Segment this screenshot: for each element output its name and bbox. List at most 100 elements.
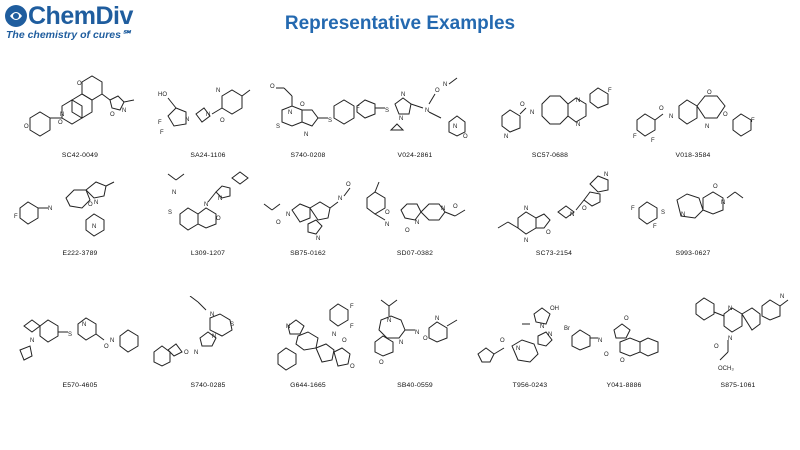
svg-text:N: N — [443, 82, 447, 88]
svg-text:O: O — [500, 338, 505, 344]
svg-text:N: N — [576, 122, 580, 128]
molecule-structure: O N N N O — [263, 182, 351, 242]
molecule-structure: N S O N N — [167, 171, 249, 231]
svg-text:S: S — [68, 332, 72, 338]
svg-text:N: N — [669, 114, 673, 120]
svg-text:F: F — [751, 118, 755, 124]
compound-card: O S N O N S F S740-0208 — [232, 66, 384, 159]
svg-text:F: F — [160, 130, 164, 136]
molecule-structure: F F S N O N — [631, 184, 744, 230]
compound-card: F F S N O N S993-0627 — [617, 164, 769, 257]
svg-text:OCH₃: OCH₃ — [718, 366, 734, 372]
svg-text:N: N — [530, 110, 534, 116]
compound-card: N N O N O N SC73-2154 — [478, 164, 630, 257]
compound-id: SA24-1106 — [190, 152, 226, 159]
svg-text:N: N — [415, 330, 419, 336]
svg-text:N: N — [540, 324, 544, 330]
svg-text:N: N — [122, 108, 126, 114]
svg-text:N: N — [194, 350, 198, 356]
svg-text:N: N — [338, 196, 342, 202]
svg-text:N: N — [705, 124, 709, 130]
svg-text:N: N — [185, 117, 189, 123]
svg-text:F: F — [350, 304, 354, 310]
svg-text:F: F — [158, 120, 162, 126]
svg-text:N: N — [401, 92, 405, 98]
compound-card: O N S N N O S740-0285 — [132, 296, 284, 389]
svg-text:N: N — [94, 200, 98, 206]
svg-text:O: O — [300, 102, 305, 108]
svg-text:N: N — [524, 206, 528, 212]
compound-card: F N N O N E222-3789 — [4, 164, 156, 257]
svg-text:O: O — [620, 358, 625, 364]
svg-text:N: N — [210, 312, 214, 318]
svg-text:O: O — [520, 102, 525, 108]
molecule-structure: O O N O O N — [24, 75, 135, 137]
svg-text:N: N — [216, 88, 220, 94]
molecule-structure: HO F F N N O N — [158, 88, 251, 136]
compound-id: V024-2861 — [397, 152, 433, 159]
molecule-structure: Br N O O O — [564, 316, 659, 364]
compound-card: N S O N N L309-1207 — [132, 164, 284, 257]
svg-text:N: N — [598, 338, 602, 344]
svg-text:O: O — [77, 81, 82, 87]
molecule-structure: N O N N N F — [501, 87, 612, 140]
compound-id: S875-1061 — [720, 382, 756, 389]
compound-id: L309-1207 — [190, 250, 226, 257]
svg-text:N: N — [415, 220, 419, 226]
svg-text:N: N — [286, 212, 290, 218]
svg-text:N: N — [82, 322, 86, 328]
compound-id: G644-1665 — [290, 382, 326, 389]
molecule-structure: O S N O N S F — [270, 84, 360, 138]
compound-id: Y041-8886 — [606, 382, 642, 389]
svg-text:N: N — [172, 190, 176, 196]
compound-id: SC73-2154 — [535, 250, 573, 257]
compound-id: E570-4605 — [62, 382, 98, 389]
molecule-structure: S N N N O N N O — [356, 77, 468, 140]
svg-text:O: O — [216, 216, 221, 222]
svg-text:N: N — [218, 196, 222, 202]
compound-id: S740-0208 — [290, 152, 326, 159]
svg-text:O: O — [182, 296, 187, 298]
molecule-structure: N N O N O N — [497, 172, 609, 244]
svg-text:S: S — [661, 210, 665, 216]
svg-text:O: O — [379, 360, 384, 366]
svg-text:O: O — [604, 352, 609, 358]
svg-text:N: N — [604, 172, 608, 178]
svg-text:Br: Br — [564, 326, 570, 332]
svg-text:N: N — [316, 236, 320, 242]
compound-id: SC42-0049 — [61, 152, 99, 159]
svg-text:N: N — [441, 206, 445, 212]
svg-text:N: N — [570, 212, 574, 218]
svg-text:N: N — [548, 332, 552, 338]
molecule-structure: F F O N O O N F — [633, 90, 755, 144]
svg-text:O: O — [270, 84, 275, 90]
svg-text:O: O — [220, 118, 225, 124]
molecule-structure: N N N O OCH₃ — [695, 294, 789, 372]
logo-tagline: The chemistry of cures℠ — [6, 29, 132, 41]
compound-card: HO F F N N O N SA24-1106 — [132, 66, 284, 159]
svg-text:O: O — [350, 364, 355, 370]
compound-card: F F O N O O N F V018-3584 — [617, 66, 769, 159]
page-title: Representative Examples — [284, 13, 516, 34]
svg-text:N: N — [332, 332, 336, 338]
molecule-structure: N O N O N O — [366, 181, 466, 234]
svg-text:N: N — [453, 124, 457, 130]
svg-text:S: S — [276, 124, 280, 130]
svg-text:F: F — [356, 106, 360, 112]
svg-text:N: N — [681, 212, 685, 218]
svg-text:O: O — [405, 228, 410, 234]
svg-text:N: N — [728, 336, 732, 342]
svg-text:O: O — [435, 88, 440, 94]
svg-text:O: O — [184, 350, 189, 356]
compound-card: O N N N OH T956-0243 — [454, 296, 606, 389]
svg-text:OH: OH — [550, 306, 559, 312]
compound-card: S N N N O N N O V024-2861 — [339, 66, 491, 159]
svg-text:N: N — [110, 338, 114, 344]
molecule-structure: F N N O N — [14, 181, 115, 237]
svg-text:O: O — [58, 120, 63, 126]
svg-text:F: F — [608, 88, 612, 94]
compound-card: N O N N N F SC57-0688 — [474, 66, 626, 159]
svg-text:O: O — [276, 220, 281, 226]
compound-id: SB40-0559 — [397, 382, 433, 389]
svg-text:N: N — [212, 334, 216, 340]
